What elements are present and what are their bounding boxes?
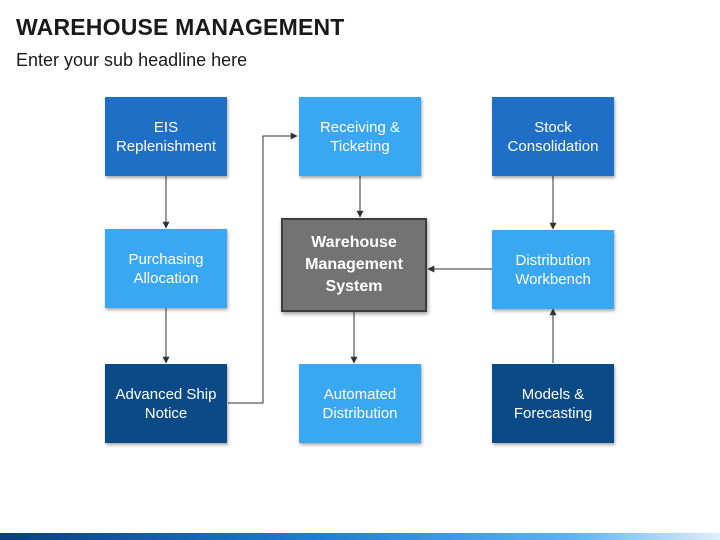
node-models-forecasting: Models & Forecasting	[492, 364, 614, 443]
node-automated-distribution: Automated Distribution	[299, 364, 421, 443]
node-stock-consolidation-label: Stock Consolidation	[507, 118, 599, 155]
node-purchasing-allocation-label: Purchasing Allocation	[128, 250, 204, 287]
node-advanced-ship-notice-label: Advanced Ship Notice	[115, 385, 217, 422]
node-automated-distribution-label: Automated Distribution	[322, 385, 398, 422]
page-subtitle: Enter your sub headline here	[16, 50, 248, 70]
node-models-forecasting-label: Models & Forecasting	[513, 385, 593, 422]
node-purchasing-allocation: Purchasing Allocation	[105, 229, 227, 308]
node-receiving-ticketing-label: Receiving & Ticketing	[319, 118, 401, 155]
node-stock-consolidation: Stock Consolidation	[492, 97, 614, 176]
node-distribution-workbench: Distribution Workbench	[492, 230, 614, 309]
node-warehouse-management-system-label: Warehouse Management System	[305, 234, 403, 295]
arrow-asn-to-receiving	[228, 132, 298, 404]
node-eis-replenishment: EIS Replenishment	[105, 97, 227, 176]
page-title: WAREHOUSE MANAGEMENT	[16, 14, 345, 40]
node-eis-replenishment-label: EIS Replenishment	[115, 118, 217, 155]
node-distribution-workbench-label: Distribution Workbench	[515, 251, 591, 288]
node-receiving-ticketing: Receiving & Ticketing	[299, 97, 421, 176]
node-advanced-ship-notice: Advanced Ship Notice	[105, 364, 227, 443]
node-warehouse-management-system: Warehouse Management System	[281, 218, 427, 312]
footer-gradient-bar	[0, 533, 720, 540]
